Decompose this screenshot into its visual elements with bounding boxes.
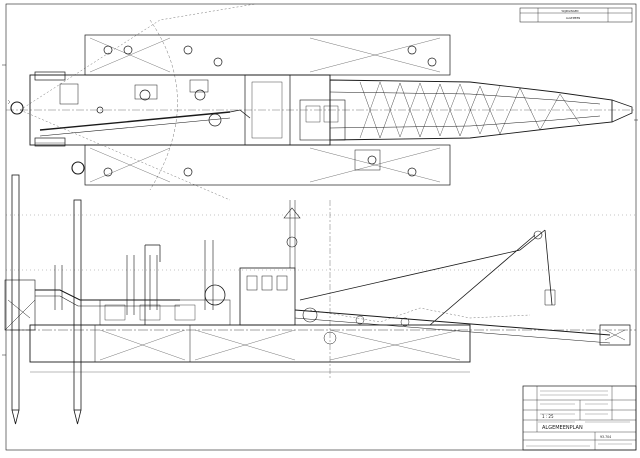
ladder-boom: [294, 309, 611, 336]
revision-block: WIJZIGINGEN ALGEMEEN: [519, 7, 633, 23]
pump-casing: [204, 284, 226, 306]
revision-header: WIJZIGINGEN: [562, 9, 579, 13]
drawing-number: 93.704: [600, 435, 611, 439]
spud-circle-aft: [10, 101, 24, 115]
spud-circle-side: [71, 161, 85, 175]
title-block: 1 : 25 ALGEMEENPLAN 93.704: [522, 385, 637, 451]
cutter-head-elevation: [599, 324, 631, 346]
signal-mast: [289, 200, 296, 268]
ladder-gantry: [299, 229, 553, 326]
a-frame-gantry: [144, 244, 161, 325]
spud-pole-fwd: [73, 199, 82, 411]
revision-entry: ALGEMEEN: [566, 16, 580, 20]
spud-pole-aft: [11, 174, 20, 411]
side-elevation: [4, 174, 636, 425]
pontoon-upper: [84, 34, 451, 76]
drawing-scale: 1 : 25: [542, 414, 554, 419]
sheet-border: [5, 3, 637, 451]
pontoon-lower: [84, 144, 451, 186]
cutter-head-plan: [611, 99, 633, 123]
drawing-title: ALGEMEENPLAN: [542, 425, 583, 431]
plan-view: [6, 3, 636, 201]
spud-carrier: [4, 279, 36, 331]
deckhouse-elevation: [239, 267, 296, 326]
